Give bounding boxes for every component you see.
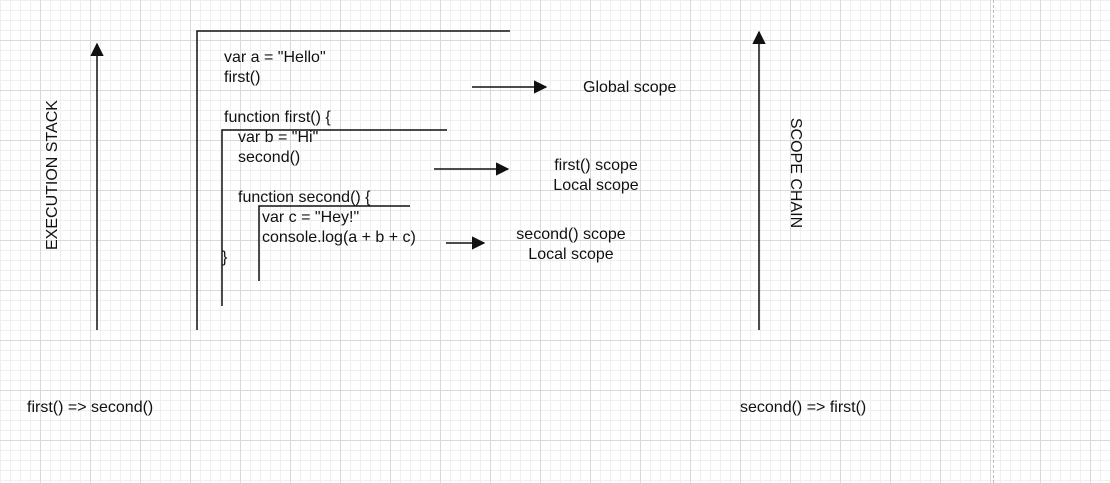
code-close-brace: } — [222, 249, 228, 266]
page-boundary-line — [993, 0, 994, 483]
second-scope-subtitle: Local scope — [528, 246, 614, 263]
execution-order-label: first() => second() — [27, 399, 154, 416]
code-second-declaration: function second() { — [238, 189, 371, 206]
first-scope-title: first() scope — [554, 157, 638, 174]
global-scope-label: Global scope — [583, 79, 677, 96]
code-second-line-1: var c = "Hey!" — [262, 209, 360, 226]
code-global-line-1: var a = "Hello" — [224, 49, 326, 66]
scope-chain-label: SCOPE CHAIN — [787, 117, 804, 229]
first-scope-subtitle: Local scope — [553, 177, 639, 194]
code-first-line-2: second() — [238, 149, 301, 166]
execution-stack-label: EXECUTION STACK — [44, 100, 61, 250]
code-first-declaration: function first() { — [224, 109, 331, 126]
first-scope-bracket — [221, 129, 447, 306]
global-scope-bracket — [196, 30, 510, 330]
scope-chain-order-label: second() => first() — [740, 399, 867, 416]
second-scope-title: second() scope — [516, 226, 626, 243]
second-scope-bracket — [258, 205, 410, 281]
code-first-line-1: var b = "Hi" — [238, 129, 319, 146]
code-global-line-2: first() — [224, 69, 261, 86]
code-second-line-2: console.log(a + b + c) — [262, 229, 416, 246]
